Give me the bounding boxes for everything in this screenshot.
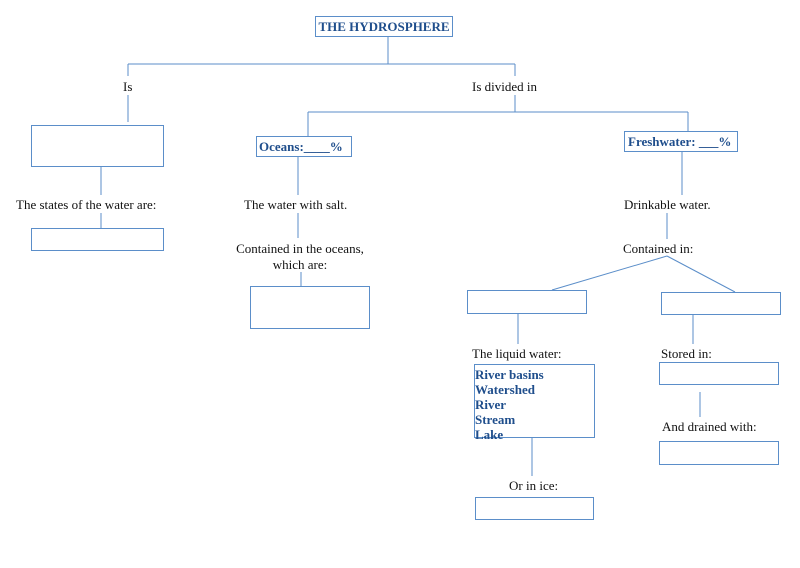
list-item: River basins (475, 367, 544, 382)
label-liquid-water: The liquid water: (472, 346, 562, 361)
label-is: Is (123, 79, 133, 94)
label-is-divided-in: Is divided in (472, 79, 537, 94)
freshwater-label: Freshwater: ___% (628, 133, 732, 149)
states-answer-box[interactable] (31, 228, 164, 251)
oceans-box: Oceans:____% (256, 136, 352, 157)
page-title: THE HYDROSPHERE (318, 18, 450, 34)
list-item: Lake (475, 427, 504, 442)
label-contained-in-oceans: Contained in the oceans, which are: (236, 241, 364, 273)
drained-with-answer-box[interactable] (659, 441, 779, 465)
list-item: River (475, 397, 507, 412)
label-water-with-salt: The water with salt. (244, 197, 348, 212)
label-drained-with: And drained with: (662, 419, 757, 434)
label-drinkable-water: Drinkable water. (624, 197, 711, 212)
label-contained-in: Contained in: (623, 241, 694, 256)
label-states-of-water: The states of the water are: (16, 197, 157, 212)
freshwater-box: Freshwater: ___% (624, 131, 738, 152)
label-contained-in-oceans-line2: which are: (272, 257, 328, 272)
stored-in-answer-box[interactable] (659, 362, 779, 385)
oceans-label: Oceans:____% (259, 138, 343, 154)
title-box: THE HYDROSPHERE (315, 16, 453, 37)
oceans-answer-box[interactable] (250, 286, 370, 329)
list-item: Watershed (475, 382, 535, 397)
liquid-water-list-box: River basins Watershed River Stream Lake (474, 364, 595, 442)
label-stored-in: Stored in: (661, 346, 712, 361)
liquid-container-box[interactable] (467, 290, 587, 314)
label-or-in-ice: Or in ice: (509, 478, 559, 493)
ice-answer-box[interactable] (475, 497, 594, 520)
label-contained-in-oceans-line1: Contained in the oceans, (236, 241, 364, 256)
ice-container-box[interactable] (661, 292, 781, 315)
states-answer-box-top[interactable] (31, 125, 164, 167)
list-item: Stream (475, 412, 516, 427)
